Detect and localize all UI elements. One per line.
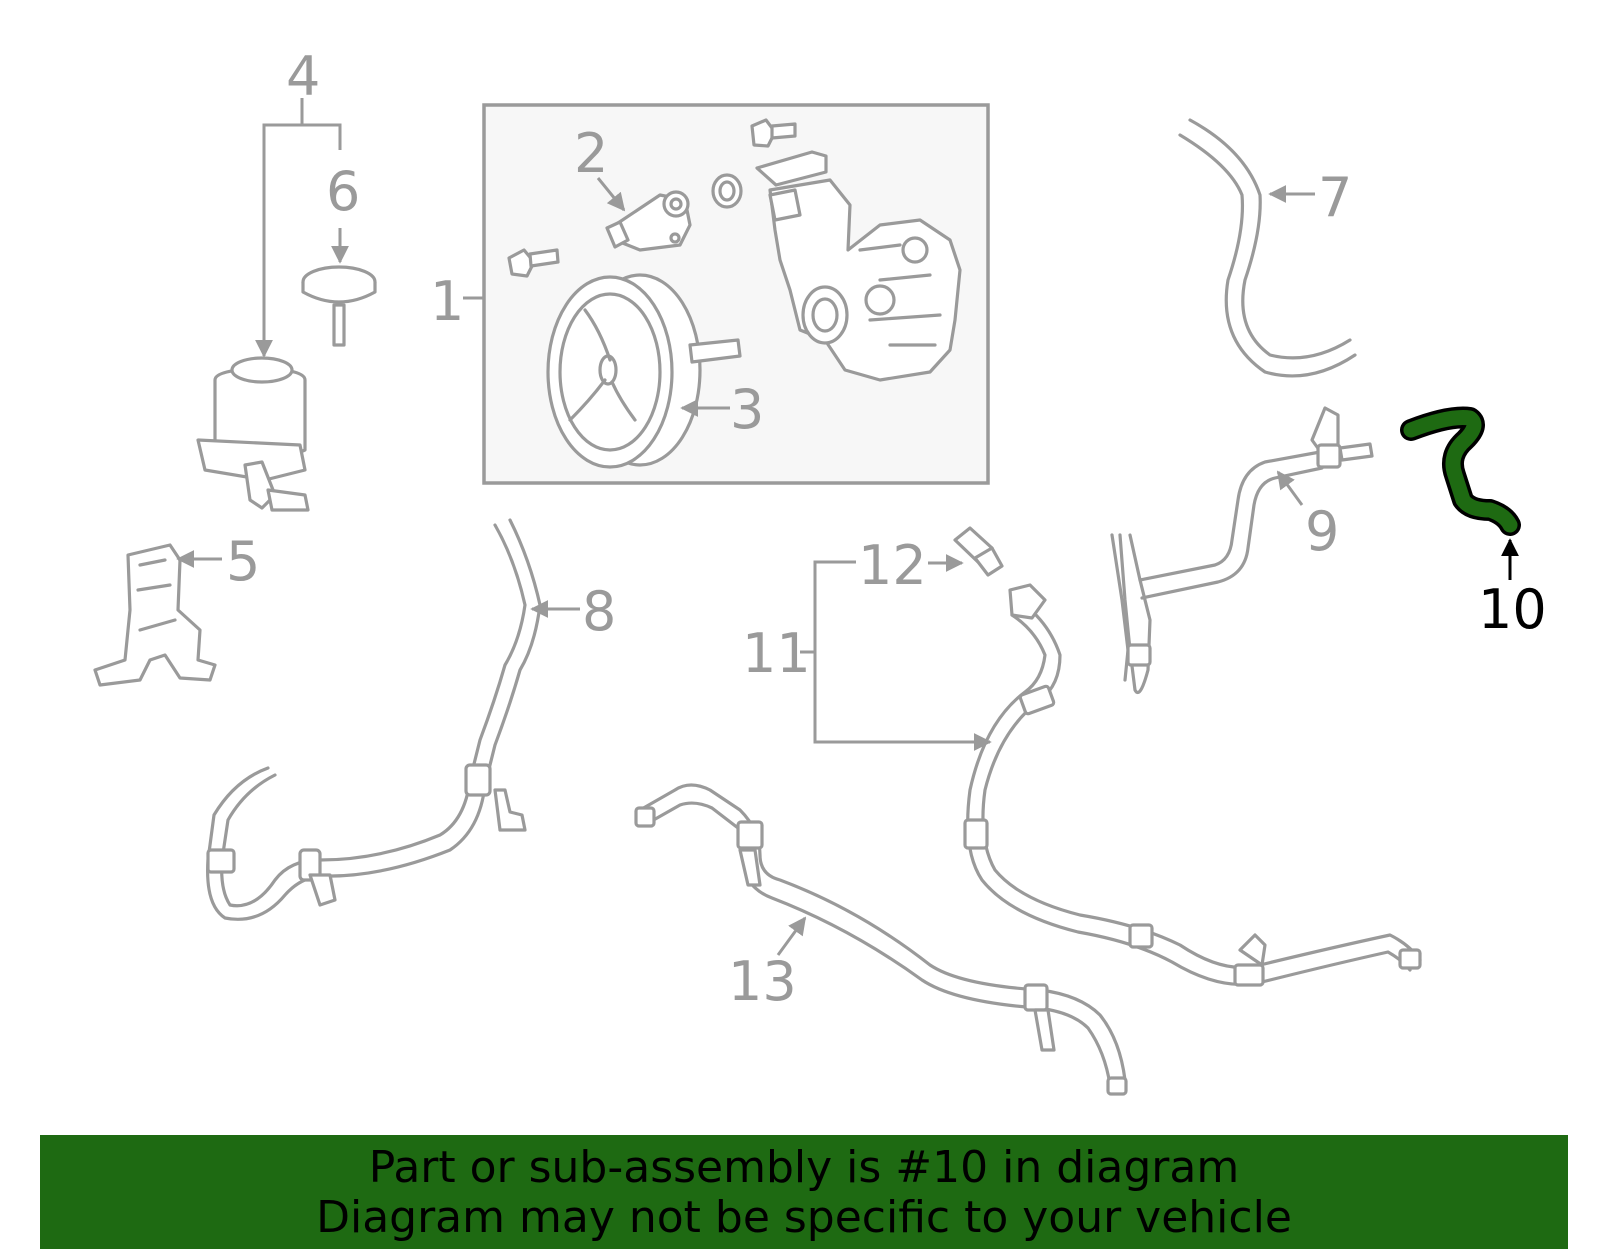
part-10-hose-highlighted[interactable]	[1400, 406, 1521, 536]
leader-9	[1276, 470, 1304, 506]
callout-5: 5	[226, 530, 260, 593]
callout-2: 2	[574, 122, 608, 185]
bolt-top[interactable]	[750, 118, 797, 148]
callout-4: 4	[286, 45, 320, 108]
bolt-left[interactable]	[507, 248, 560, 278]
part-3-pulley[interactable]	[546, 273, 742, 469]
part-7-hose[interactable]	[1178, 118, 1357, 378]
leader-13	[776, 916, 807, 956]
callout-3: 3	[730, 378, 764, 441]
part-2-fitting[interactable]	[605, 190, 692, 252]
part-6-cap[interactable]	[301, 265, 377, 347]
callout-9: 9	[1305, 500, 1339, 563]
banner-line-2: Diagram may not be specific to your vehi…	[316, 1192, 1292, 1243]
callout-10: 10	[1478, 578, 1547, 641]
bracket-4	[262, 123, 342, 350]
callout-11: 11	[742, 622, 811, 685]
callout-6: 6	[326, 160, 360, 223]
part-12-sensor[interactable]	[953, 526, 1004, 577]
part-13-return-hose[interactable]	[634, 783, 1128, 1096]
callout-13: 13	[728, 950, 797, 1013]
callout-12: 12	[858, 534, 927, 597]
o-ring[interactable]	[711, 173, 743, 209]
callout-1: 1	[430, 270, 464, 333]
callout-7: 7	[1318, 166, 1352, 229]
part-5-bracket[interactable]	[93, 543, 217, 687]
part-4-reservoir[interactable]	[196, 356, 310, 512]
part-11-pressure-hose[interactable]	[963, 583, 1422, 987]
part-8-hose[interactable]	[206, 518, 542, 921]
part-9-tube[interactable]	[1110, 406, 1374, 695]
pump-body[interactable]	[755, 150, 962, 382]
callout-8: 8	[582, 580, 616, 643]
banner-line-1: Part or sub-assembly is #10 in diagram	[368, 1142, 1240, 1193]
leader-2	[596, 177, 626, 212]
info-banner: Part or sub-assembly is #10 in diagram D…	[40, 1135, 1568, 1249]
